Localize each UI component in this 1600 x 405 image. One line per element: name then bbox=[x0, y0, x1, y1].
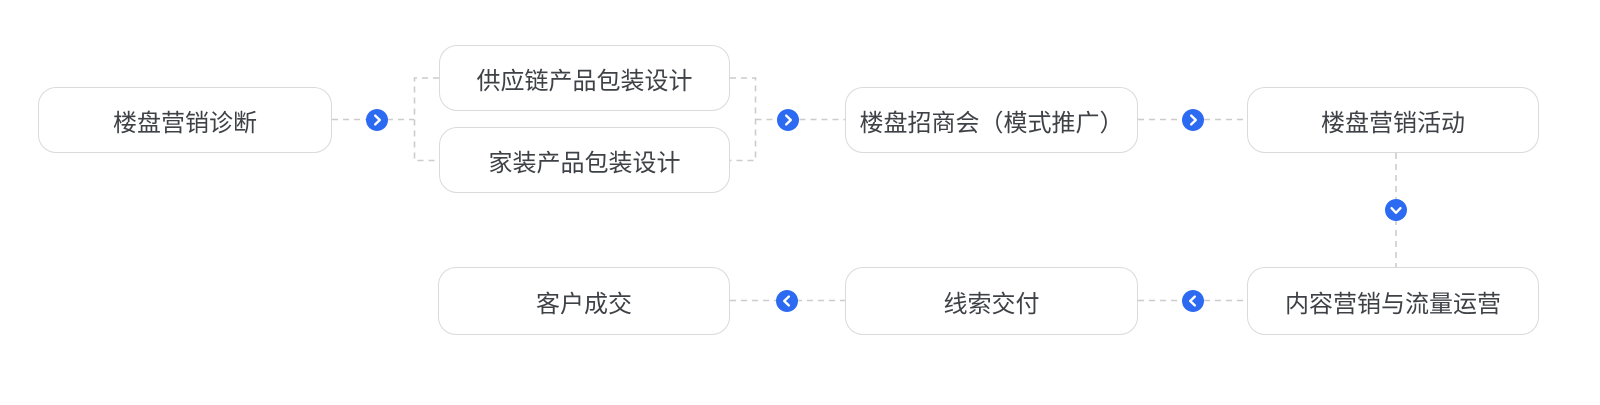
arrow-down-circle bbox=[1385, 199, 1407, 221]
flow-node-content-traffic-ops: 内容营销与流量运营 bbox=[1247, 267, 1539, 335]
flow-node-investment-meeting-label: 楼盘招商会（模式推广） bbox=[859, 109, 1124, 137]
arrow-right-circle-2 bbox=[777, 109, 799, 131]
flow-node-marketing-activity: 楼盘营销活动 bbox=[1247, 87, 1539, 153]
flow-node-supply-chain-packaging-label: 供应链产品包装设计 bbox=[476, 67, 693, 95]
flow-node-content-traffic-ops-label: 内容营销与流量运营 bbox=[1285, 290, 1501, 318]
arrow-left-circle-1 bbox=[1182, 290, 1204, 312]
arrow-left-circle-2 bbox=[776, 290, 798, 312]
chevron-right-icon bbox=[785, 114, 792, 126]
flow-node-marketing-activity-label: 楼盘营销活动 bbox=[1321, 109, 1465, 137]
flow-node-customer-deal-label: 客户成交 bbox=[536, 290, 632, 318]
flow-node-investment-meeting: 楼盘招商会（模式推广） bbox=[845, 87, 1138, 153]
chevron-right-icon bbox=[1190, 114, 1197, 126]
connector-left-bracket bbox=[413, 77, 439, 162]
flow-node-customer-deal: 客户成交 bbox=[438, 267, 730, 335]
arrow-right-circle-3 bbox=[1182, 109, 1204, 131]
flow-node-lead-delivery: 线索交付 bbox=[845, 267, 1138, 335]
flow-node-lead-delivery-label: 线索交付 bbox=[943, 290, 1040, 318]
arrow-right-circle-1 bbox=[366, 109, 388, 131]
chevron-left-icon bbox=[1189, 295, 1196, 307]
connector-right-bracket bbox=[730, 77, 757, 162]
flow-node-diagnosis: 楼盘营销诊断 bbox=[38, 87, 332, 153]
chevron-left-icon bbox=[783, 295, 790, 307]
flow-node-supply-chain-packaging: 供应链产品包装设计 bbox=[439, 45, 730, 111]
flow-node-home-decoration-packaging: 家装产品包装设计 bbox=[439, 127, 730, 193]
flow-node-diagnosis-label: 楼盘营销诊断 bbox=[113, 109, 257, 137]
chevron-right-icon bbox=[374, 114, 381, 126]
flow-node-home-decoration-packaging-label: 家装产品包装设计 bbox=[488, 149, 681, 177]
chevron-down-icon bbox=[1390, 207, 1402, 214]
